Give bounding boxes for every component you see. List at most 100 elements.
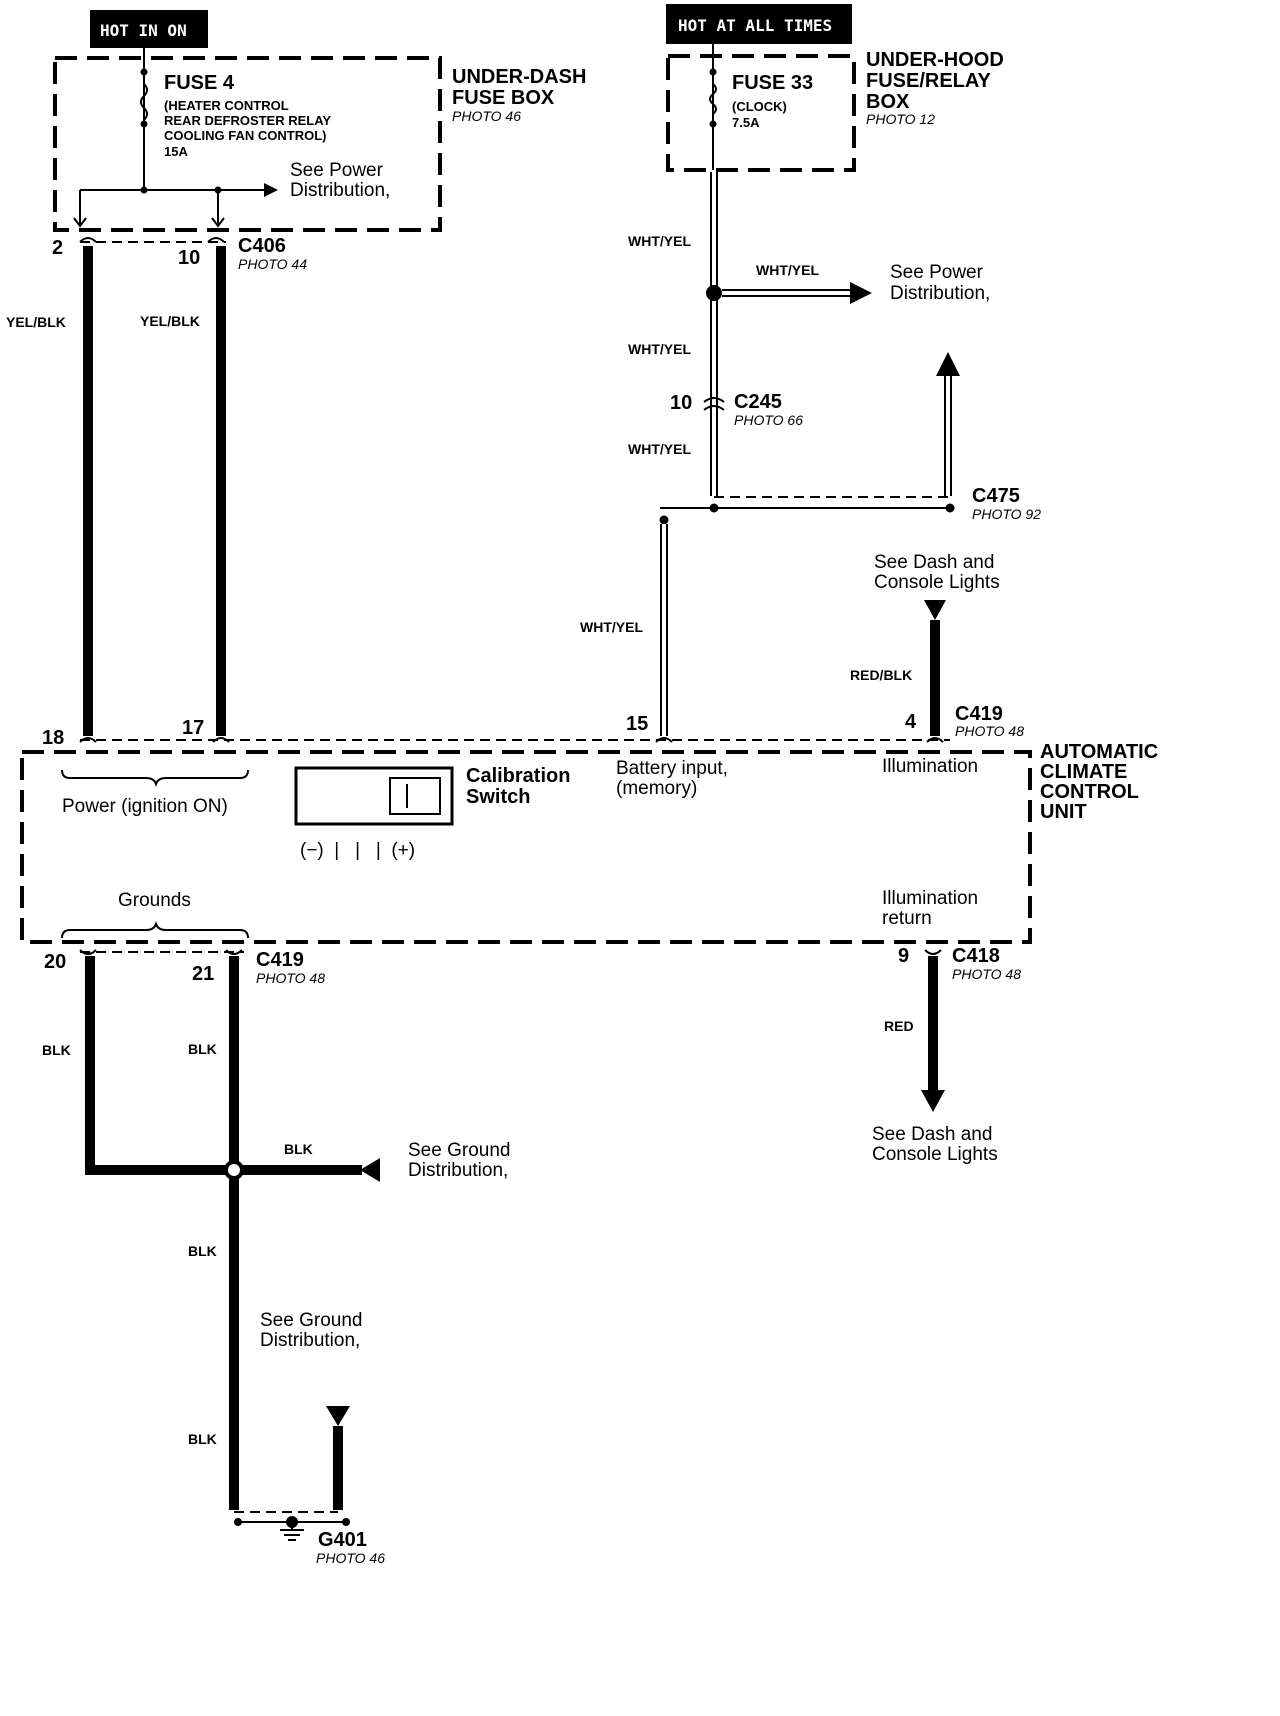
see-dash-top-2: Console Lights [874,572,1000,593]
wire-label-blk-3: BLK [284,1141,313,1157]
see-ground-1a: See Ground [408,1140,510,1161]
under-hood-fuse-box [666,54,856,172]
pin-18: 18 [42,727,64,749]
c419-top-photo: PHOTO 48 [955,723,1024,739]
c419-top-label: C419 [955,703,1003,725]
unit-title-1: AUTOMATIC [1040,741,1158,763]
wire-label-yel-blk-right: YEL/BLK [140,313,200,329]
c245-photo: PHOTO 66 [734,412,803,428]
wire-label-wht-yel-2: WHT/YEL [628,341,691,357]
c419-bottom-photo: PHOTO 48 [256,970,325,986]
c418-label: C418 [952,945,1000,967]
power-distribution-arrow-right [850,282,872,304]
c245-pin-10: 10 [670,392,692,414]
c475-label: C475 [972,485,1020,507]
see-power-dist-2: Distribution, [290,180,390,201]
wire-blk-left [85,956,234,1175]
fuse-4-desc-3: COOLING FAN CONTROL) [164,128,327,143]
wire-label-wht-yel-3: WHT/YEL [628,441,691,457]
c406-pin-10: 10 [178,247,200,269]
fuse-4-title: FUSE 4 [164,72,235,94]
c418-pin-9: 9 [898,945,909,967]
battery-input-label-1: Battery input, [616,758,728,779]
c245-connector [703,397,725,411]
c245-label: C245 [734,391,782,413]
c406-label: C406 [238,235,286,257]
fuse-4-symbol [140,83,148,121]
pin-15: 15 [626,713,648,735]
see-dash-bottom-2: Console Lights [872,1144,998,1165]
wire-label-blk-4: BLK [188,1243,217,1259]
hot-in-on-tag [90,10,208,48]
c406-photo: PHOTO 44 [238,256,307,272]
under-hood-box-title-2: FUSE/RELAY [866,70,992,92]
see-power-dist-right-2: Distribution, [890,283,990,304]
calibration-scale: (−) | | | (+) [300,840,415,861]
unit-title-4: UNIT [1040,801,1087,823]
wire-label-yel-blk-left: YEL/BLK [6,314,66,330]
battery-input-label-2: (memory) [616,778,697,799]
c475-photo: PHOTO 92 [972,506,1041,522]
under-dash-box-title-2: FUSE BOX [452,87,555,109]
pin-17: 17 [182,717,204,739]
see-power-dist-1: See Power [290,160,384,181]
c419-bottom-label: C419 [256,949,304,971]
pin-20: 20 [44,951,66,973]
wire-label-wht-yel-1: WHT/YEL [628,233,691,249]
grounds-label: Grounds [118,890,191,911]
wire-label-red-blk: RED/BLK [850,667,912,683]
fuse-33-symbol [709,83,717,115]
fuse-4-desc-1: (HEATER CONTROL [164,98,289,113]
see-ground-1b: Distribution, [408,1160,508,1181]
calibration-switch [294,766,454,826]
see-ground-2a: See Ground [260,1310,362,1331]
see-ground-2b: Distribution, [260,1330,360,1351]
c406-pin-2: 2 [52,237,63,259]
under-dash-box-title-1: UNDER-DASH [452,66,586,88]
hot-at-all-times-label: HOT AT ALL TIMES [678,16,832,35]
see-power-dist-right-1: See Power [890,262,984,283]
g401-label: G401 [318,1529,367,1551]
splice-top [706,285,722,301]
power-ignition-label: Power (ignition ON) [62,796,228,817]
c419-pin-4: 4 [905,711,917,733]
wire-label-red: RED [884,1018,914,1034]
fuse-4-rating: 15A [164,144,188,159]
grounds-brace [61,920,249,939]
g401-photo: PHOTO 46 [316,1550,385,1566]
power-distribution-arrow [264,183,278,197]
ground-arrow-small [326,1406,350,1426]
fuse-33-rating: 7.5A [732,115,760,130]
under-hood-photo: PHOTO 12 [866,111,935,127]
see-dash-bottom-1: See Dash and [872,1124,992,1145]
dash-lights-arrow-bottom [921,1090,945,1112]
calibration-label-1: Calibration [466,765,570,787]
hot-in-on-label: HOT IN ON [100,21,187,40]
wire-label-blk-2: BLK [188,1041,217,1057]
calibration-label-2: Switch [466,786,530,808]
pin-21: 21 [192,963,214,985]
illumination-label: Illumination [882,756,978,777]
unit-title-2: CLIMATE [1040,761,1127,783]
wire-label-blk-1: BLK [42,1042,71,1058]
fuse-33-title: FUSE 33 [732,72,813,94]
hot-at-all-times-tag [666,4,852,44]
under-hood-box-title-3: BOX [866,91,910,113]
wire-label-wht-yel-4: WHT/YEL [580,619,643,635]
under-dash-fuse-box [53,56,442,232]
power-brace [61,769,249,788]
fuse-4-desc-2: REAR DEFROSTER RELAY [164,113,331,128]
wire-label-blk-5: BLK [188,1431,217,1447]
unit-title-3: CONTROL [1040,781,1139,803]
fuse-33-desc: (CLOCK) [732,99,787,114]
wire-label-wht-yel-branch: WHT/YEL [756,262,819,278]
dash-lights-arrow-top [924,600,946,620]
illumination-return-label-2: return [882,908,932,929]
under-hood-box-title-1: UNDER-HOOD [866,49,1004,71]
automatic-climate-control-unit [20,750,1032,944]
ground-distribution-arrow [360,1158,380,1182]
continuation-up-arrow [936,352,960,376]
c418-photo: PHOTO 48 [952,966,1021,982]
under-dash-photo: PHOTO 46 [452,108,521,124]
